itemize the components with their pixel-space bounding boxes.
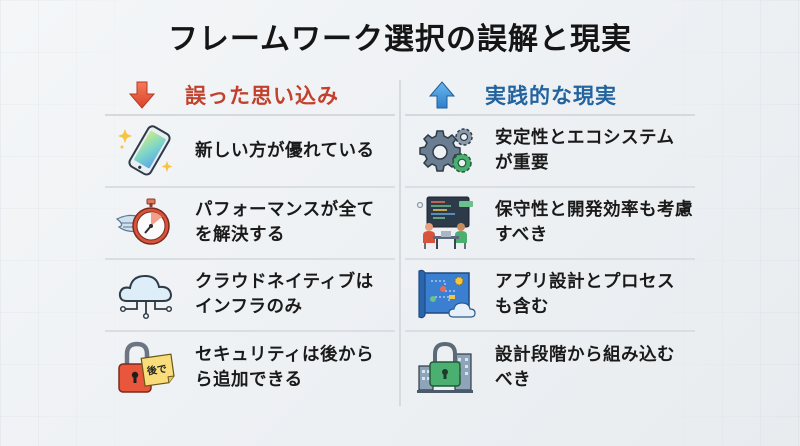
- blueprint-cloud-icon: [418, 269, 476, 319]
- winged-stopwatch-icon: [115, 198, 170, 245]
- misconception-text-line1: 新しい方が優れている: [195, 140, 375, 161]
- misconceptions-header: 誤った思い込み: [105, 75, 395, 116]
- cloud-network-icon: [118, 274, 173, 320]
- misconceptions-column: 誤った思い込み 新しい方が優れている: [105, 75, 395, 404]
- misconception-text-line2: インフラのみ: [195, 297, 303, 317]
- column-divider: [399, 80, 401, 406]
- arrow-up-icon: [428, 80, 456, 108]
- reality-text-line1: 設計段階から組み込む: [495, 345, 675, 365]
- misconception-text-line2: ら追加できる: [195, 370, 303, 390]
- misconceptions-title: 誤った思い込み: [185, 83, 339, 108]
- realities-column: 実践的な現実 安定性とエコシステム が重要: [405, 75, 695, 404]
- misconception-text-line2: を解決する: [195, 225, 285, 245]
- note-text: 後で: [146, 362, 168, 378]
- misconception-item: パフォーマンスが全て を解決する: [105, 188, 395, 260]
- misconception-item: クラウドネイティブは インフラのみ: [105, 260, 395, 332]
- reality-text-line1: 保守性と開発効率も考慮: [495, 200, 693, 220]
- secure-building-lock-icon: [417, 341, 473, 393]
- unlocked-padlock-note-icon: 後で: [118, 341, 175, 393]
- reality-item: 設計段階から組み込む べき: [405, 332, 695, 404]
- page-title: フレームワーク選択の誤解と現実: [167, 22, 633, 57]
- gears-icon: [419, 128, 473, 173]
- realities-header: 実践的な現実: [405, 75, 695, 116]
- reality-text-line1: アプリ設計とプロセス: [495, 272, 675, 292]
- misconception-text-line1: パフォーマンスが全て: [195, 200, 375, 220]
- arrow-down-icon: [128, 81, 156, 109]
- reality-text-line1: 安定性とエコシステム: [495, 128, 675, 148]
- reality-text-line2: べき: [495, 370, 531, 390]
- misconception-item: 新しい方が優れている: [105, 116, 395, 188]
- realities-title: 実践的な現実: [485, 83, 617, 108]
- reality-text-line2: すべき: [495, 225, 548, 245]
- reality-item: アプリ設計とプロセス も含む: [405, 260, 695, 332]
- misconception-item: 後で セキュリティは後から ら追加できる: [105, 332, 395, 404]
- misconception-text-line1: クラウドネイティブは: [195, 272, 374, 292]
- reality-text-line2: が重要: [495, 153, 549, 173]
- reality-text-line2: も含む: [495, 297, 549, 317]
- reality-item: 安定性とエコシステム が重要: [405, 116, 695, 188]
- misconception-text-line1: セキュリティは後から: [195, 345, 374, 365]
- smartphone-sparkle-icon: [118, 125, 173, 176]
- reality-item: 保守性と開発効率も考慮 すべき: [405, 188, 695, 260]
- developers-team-icon: [416, 196, 473, 249]
